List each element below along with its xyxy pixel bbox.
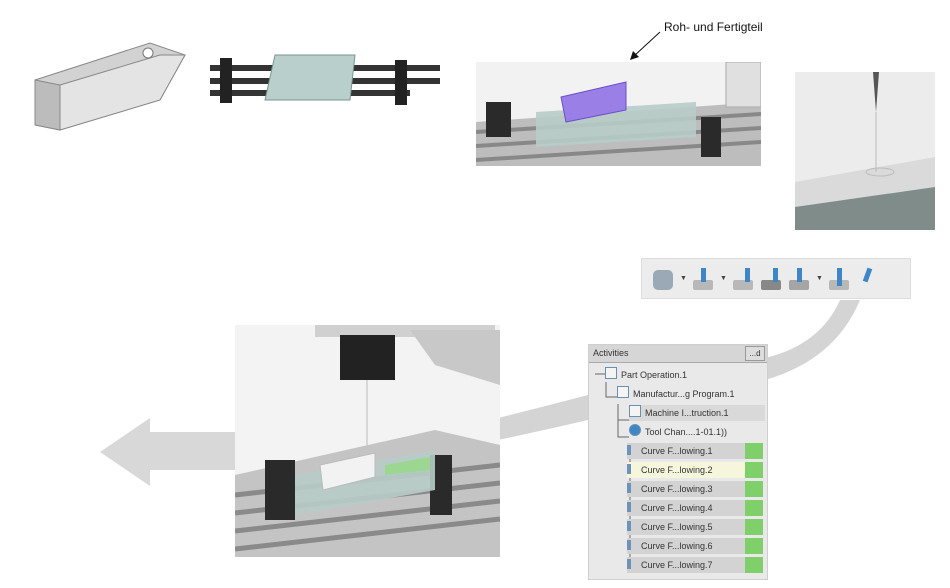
tree-item-manufacturing-program[interactable]: Manufactur...g Program.1	[617, 386, 735, 402]
toolpath-done-icon	[745, 519, 763, 535]
result-arrow	[100, 418, 235, 486]
machining-toolbar: ▼ ▼ ▼	[641, 258, 911, 299]
curve-following-icon	[627, 521, 637, 531]
tool-change-icon	[629, 424, 641, 436]
tree-item-label: Curve F...lowing.5	[641, 522, 713, 532]
tree-item-label: Curve F...lowing.7	[641, 560, 713, 570]
tree-item-label: Machine I...truction.1	[645, 408, 729, 418]
toolpath-done-icon	[745, 500, 763, 516]
program-icon	[617, 386, 629, 398]
activities-header: Activities ...d	[589, 345, 767, 363]
tree-item-curve-following-1[interactable]: Curve F...lowing.1	[627, 443, 745, 459]
tree-item-label: Curve F...lowing.2	[641, 465, 713, 475]
toolpath-done-icon	[745, 443, 763, 459]
raw-block-render	[34, 42, 186, 131]
activities-title: Activities	[593, 348, 629, 358]
toolpath-done-icon	[745, 462, 763, 478]
facing-icon[interactable]	[760, 267, 782, 291]
setup-render	[476, 62, 761, 166]
panel-to-render-connector	[498, 395, 588, 440]
tree-item-curve-following-7[interactable]: Curve F...lowing.7	[627, 557, 745, 573]
tree-item-label: Part Operation.1	[621, 370, 688, 380]
tree-item-machine-instruction[interactable]: Machine I...truction.1	[629, 405, 765, 421]
tree-item-curve-following-2[interactable]: Curve F...lowing.2	[627, 462, 745, 478]
part-operation-icon	[605, 367, 617, 379]
chevron-down-icon[interactable]: ▼	[816, 275, 823, 282]
tool-closeup-render	[795, 72, 935, 230]
machine-instruction-icon	[629, 405, 641, 417]
tree-item-curve-following-5[interactable]: Curve F...lowing.5	[627, 519, 745, 535]
pocketing-icon[interactable]	[732, 267, 754, 291]
sweeping-icon[interactable]	[828, 267, 850, 291]
tree-item-part-operation[interactable]: Part Operation.1	[605, 367, 687, 383]
tree-item-curve-following-3[interactable]: Curve F...lowing.3	[627, 481, 745, 497]
vise-render	[210, 54, 440, 105]
curve-following-icon	[627, 540, 637, 550]
toolpath-done-icon	[745, 538, 763, 554]
drilling-icon[interactable]	[692, 267, 714, 291]
tree-item-tool-change[interactable]: Tool Chan....1-01.1))	[629, 424, 727, 440]
tree-item-curve-following-4[interactable]: Curve F...lowing.4	[627, 500, 745, 516]
curve-following-icon	[627, 445, 637, 455]
chevron-down-icon[interactable]: ▼	[680, 275, 687, 282]
tree-item-label: Curve F...lowing.1	[641, 446, 713, 456]
tree-item-label: Curve F...lowing.6	[641, 541, 713, 551]
curve-following-icon	[627, 483, 637, 493]
tree-item-label: Manufactur...g Program.1	[633, 389, 735, 399]
chevron-down-icon[interactable]: ▼	[720, 275, 727, 282]
part-operation-icon[interactable]	[652, 267, 674, 291]
machining-simulation-render	[235, 325, 500, 557]
toolbar-to-panel-connector	[765, 300, 860, 380]
column-button[interactable]: ...d	[745, 346, 765, 361]
callout-arrow	[633, 31, 661, 57]
tree-item-label: Curve F...lowing.4	[641, 503, 713, 513]
curve-following-icon	[627, 559, 637, 569]
callout-label: Roh- und Fertigteil	[664, 20, 763, 34]
toolpath-done-icon	[745, 481, 763, 497]
tree-item-curve-following-6[interactable]: Curve F...lowing.6	[627, 538, 745, 554]
curve-following-icon[interactable]	[856, 267, 878, 291]
activities-panel: Activities ...d Part Operation.1 Manufac…	[588, 344, 768, 580]
tree-item-label: Tool Chan....1-01.1))	[645, 427, 728, 437]
toolpath-done-icon	[745, 557, 763, 573]
profile-contouring-icon[interactable]	[788, 267, 810, 291]
tree-item-label: Curve F...lowing.3	[641, 484, 713, 494]
curve-following-icon	[627, 502, 637, 512]
curve-following-icon	[627, 464, 637, 474]
